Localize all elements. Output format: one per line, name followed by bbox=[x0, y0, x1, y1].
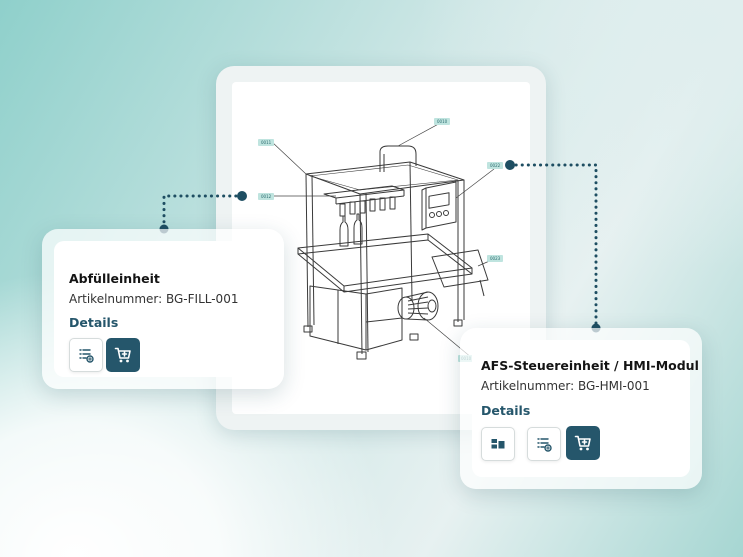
list-add-icon bbox=[537, 438, 552, 452]
part-card-fill: Abfülleinheit Artikelnummer: BG-FILL-001… bbox=[42, 229, 284, 389]
part-title: Abfülleinheit bbox=[69, 271, 160, 286]
cart-add-icon bbox=[114, 347, 131, 363]
cart-add-icon bbox=[574, 435, 591, 451]
details-link[interactable]: Details bbox=[481, 403, 531, 418]
article-number: Artikelnummer: BG-FILL-001 bbox=[69, 292, 239, 306]
part-card-hmi-body: AFS-Steuereinheit / HMI-Modul Artikelnum… bbox=[472, 340, 699, 477]
compare-button[interactable] bbox=[481, 427, 515, 461]
add-to-cart-button[interactable] bbox=[566, 426, 600, 460]
hotspot-tag-0012[interactable]: 0012 bbox=[258, 193, 275, 200]
add-to-list-button[interactable] bbox=[527, 427, 561, 461]
part-card-fill-body: Abfülleinheit Artikelnummer: BG-FILL-001… bbox=[54, 241, 272, 377]
details-link[interactable]: Details bbox=[69, 315, 119, 330]
part-card-hmi: AFS-Steuereinheit / HMI-Modul Artikelnum… bbox=[460, 328, 702, 489]
compare-icon bbox=[491, 439, 505, 449]
article-number: Artikelnummer: BG-HMI-001 bbox=[481, 379, 650, 393]
hotspot-tag-0022[interactable]: 0022 bbox=[487, 162, 504, 169]
hotspot-tag-0023[interactable]: 0023 bbox=[487, 255, 504, 262]
add-to-list-button[interactable] bbox=[69, 338, 103, 372]
hotspot-tag-0010-top[interactable]: 0010 bbox=[434, 118, 451, 125]
hotspot-tag-0011[interactable]: 0011 bbox=[258, 139, 275, 146]
list-add-icon bbox=[79, 349, 94, 363]
add-to-cart-button[interactable] bbox=[106, 338, 140, 372]
machine-drawing bbox=[271, 120, 495, 360]
part-title: AFS-Steuereinheit / HMI-Modul bbox=[481, 358, 699, 373]
